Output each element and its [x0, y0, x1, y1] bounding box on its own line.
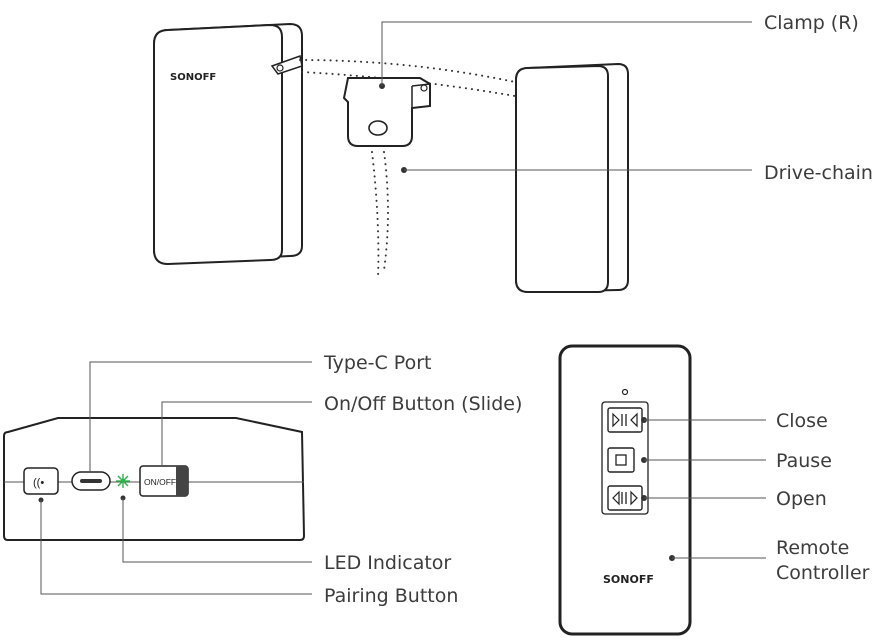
- close-leader: [641, 417, 766, 423]
- switch-label: ON/OFF: [144, 477, 176, 487]
- label-led-indicator: LED Indicator: [324, 552, 451, 574]
- close-button: [607, 407, 643, 433]
- led-indicator: [116, 474, 130, 488]
- pairing-button: ((•: [23, 467, 59, 495]
- left-unit-brand-logo: SONOFF: [170, 72, 216, 83]
- label-controller: Controller: [776, 562, 870, 584]
- type-c-port: [71, 471, 111, 491]
- on-off-slide-switch: ON/OFF: [139, 465, 189, 497]
- label-on-off-button: On/Off Button (Slide): [324, 393, 522, 415]
- remote-leader: [669, 555, 766, 561]
- left-motor-unit: SONOFF: [153, 22, 303, 266]
- clamp-r: [342, 77, 431, 147]
- right-motor-unit: [515, 62, 629, 294]
- label-type-c-port: Type-C Port: [323, 352, 431, 374]
- label-clamp-r: Clamp (R): [764, 12, 859, 34]
- label-pause: Pause: [776, 450, 832, 472]
- open-leader: [641, 495, 766, 501]
- label-close: Close: [776, 410, 828, 432]
- label-drive-chain: Drive-chain: [764, 162, 873, 184]
- svg-text:((•: ((•: [33, 477, 44, 489]
- label-pairing-button: Pairing Button: [324, 585, 458, 607]
- led-leader: [120, 495, 312, 563]
- pause-leader: [641, 457, 766, 463]
- label-remote: Remote: [776, 537, 849, 559]
- pairing-leader: [38, 497, 312, 595]
- remote-brand-logo: SONOFF: [603, 573, 654, 586]
- clamp-leader: [379, 21, 752, 89]
- type-c-leader: [89, 361, 312, 472]
- drive-chain: [299, 59, 516, 279]
- pause-button: [607, 447, 635, 473]
- drive-chain-leader: [401, 167, 752, 173]
- open-button: [607, 485, 643, 511]
- on-off-leader: [161, 401, 312, 466]
- label-open: Open: [776, 488, 827, 510]
